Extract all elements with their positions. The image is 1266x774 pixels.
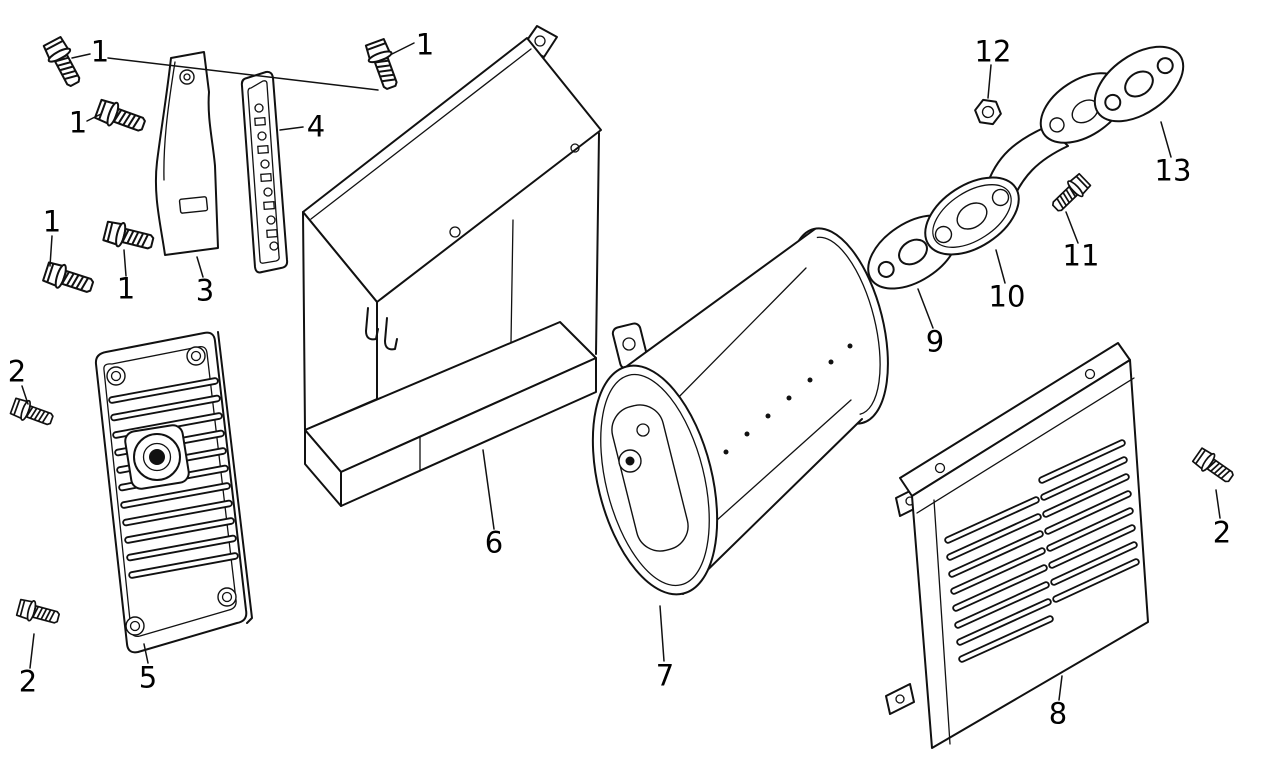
- part-label-11: 11: [1062, 238, 1100, 273]
- part-label-1: 1: [90, 34, 110, 69]
- part-12-flange-nut: [974, 98, 1002, 126]
- part-label-2: 2: [18, 664, 38, 699]
- part-7-muffler: [591, 227, 889, 596]
- part-4-baffle-plate: [240, 70, 289, 274]
- part-label-7: 7: [655, 658, 675, 693]
- part-5-louvered-plate: [94, 331, 253, 654]
- part-label-12: 12: [974, 34, 1012, 69]
- part-label-1: 1: [42, 204, 62, 239]
- louver-slats: [1038, 439, 1140, 603]
- part-label-1: 1: [415, 27, 435, 62]
- part-label-1: 1: [116, 271, 136, 306]
- part-label-8: 8: [1048, 696, 1068, 731]
- louver-slats: [944, 496, 1054, 663]
- part-label-9: 9: [925, 324, 945, 359]
- part-label-1: 1: [68, 105, 88, 140]
- part-11-stud-bolt: [1047, 171, 1093, 217]
- part-label-6: 6: [484, 525, 504, 560]
- part-label-5: 5: [138, 660, 158, 695]
- part-label-13: 13: [1154, 153, 1192, 188]
- part-label-10: 10: [988, 279, 1026, 314]
- part-6-muffler-protector: [302, 25, 602, 507]
- part-label-2: 2: [1212, 515, 1232, 550]
- part-3-stay-bracket: [154, 51, 219, 256]
- leader-lines: [21, 42, 1221, 701]
- part-label-2: 2: [7, 354, 27, 389]
- part-8-heat-shield: [885, 342, 1149, 749]
- part-label-4: 4: [306, 109, 326, 144]
- part-label-3: 3: [195, 273, 215, 308]
